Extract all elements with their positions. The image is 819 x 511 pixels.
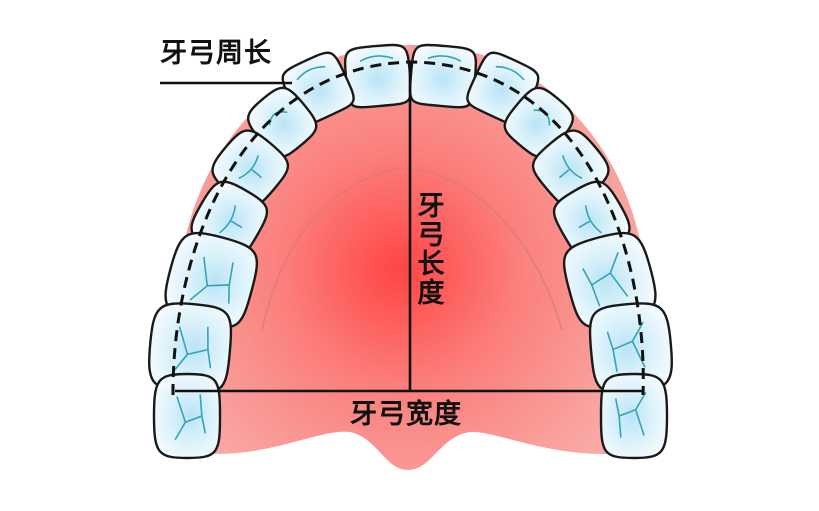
tooth-crown [154,374,220,458]
arch-length-char: 弓 [416,221,446,250]
arch-width-label: 牙弓宽度 [350,401,462,428]
arch-length-char: 长 [416,250,446,279]
arch-length-char: 牙 [416,192,446,221]
arch-perimeter-label: 牙弓周长 [160,40,272,67]
arch-length-label: 牙 弓 长 度 [416,192,446,308]
arch-length-char: 度 [416,279,446,308]
tooth-crown [601,374,667,458]
tooth-icon [601,374,667,458]
tooth-icon [154,374,220,458]
